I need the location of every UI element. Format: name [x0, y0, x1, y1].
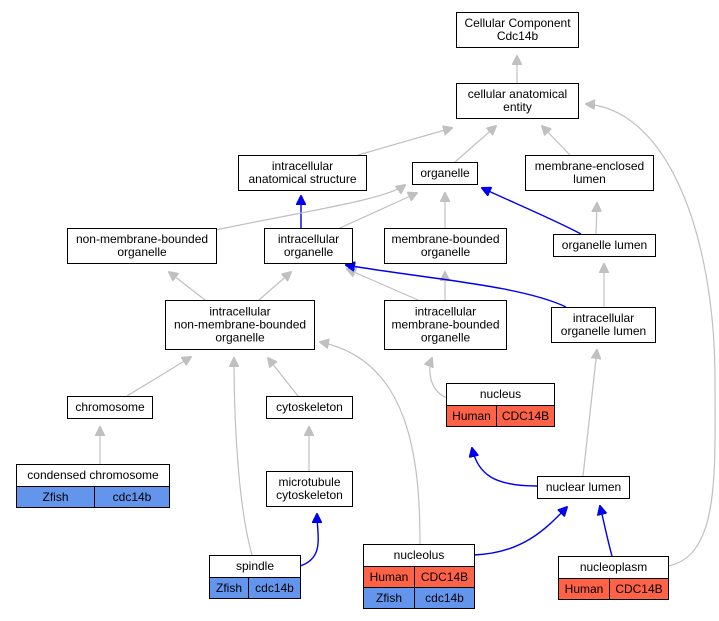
node-label: intracellular [573, 311, 634, 325]
node-nl[interactable]: nuclear lumen [537, 476, 630, 499]
edge-gray [258, 272, 291, 301]
node-label: intracellular [278, 232, 339, 246]
node-label: cytoskeleton [276, 488, 343, 502]
node-chrom[interactable]: chromosome [67, 396, 153, 419]
edge-gray [234, 358, 253, 556]
annotation-row-zfish[interactable]: Zfish cdc14b [16, 486, 170, 508]
edge-gray [542, 126, 571, 156]
edge-gray [268, 358, 299, 397]
edge-gray [126, 357, 191, 397]
node-label: condensed chromosome [27, 468, 159, 482]
edge-blue [473, 507, 567, 556]
node-label: intracellular [415, 305, 476, 319]
node-label: spindle [236, 559, 274, 573]
edge-blue [472, 448, 538, 487]
species-label: Zfish [376, 591, 402, 605]
node-label: non-membrane-bounded [76, 232, 208, 246]
node-label: membrane-enclosed [535, 159, 644, 173]
species-label: Zfish [216, 581, 242, 595]
node-cyto[interactable]: cytoskeleton [266, 396, 353, 419]
node-label: chromosome [75, 400, 145, 414]
species-label: Zfish [42, 490, 68, 504]
edges [100, 56, 716, 567]
node-org[interactable]: organelle [412, 162, 478, 185]
node-label: nuclear lumen [546, 480, 621, 494]
edge-gray [430, 358, 448, 399]
edge-gray [596, 203, 597, 235]
gene-label: cdc14b [425, 591, 464, 605]
node-inmbo[interactable]: intracellularnon-membrane-boundedorganel… [165, 300, 315, 350]
node-label: anatomical structure [248, 172, 356, 186]
node-label: organelle [421, 331, 471, 345]
node-nucleolus[interactable]: nucleolus [363, 544, 475, 567]
node-cchrom[interactable]: condensed chromosome [16, 464, 170, 487]
species-label: Human [565, 582, 604, 596]
node-label: nucleoplasm [580, 560, 647, 574]
edge-gray [320, 342, 421, 545]
node-label: membrane-bounded [391, 318, 499, 332]
node-label: organelle [284, 245, 334, 259]
gene-label: CDC14B [615, 582, 662, 596]
species-label: Human [452, 409, 491, 423]
node-label: Cellular Component [464, 16, 571, 30]
node-label: cellular anatomical [468, 87, 567, 101]
edge-gray [169, 272, 206, 301]
node-label: intracellular [272, 159, 333, 173]
edge-blue [346, 265, 567, 308]
node-label: non-membrane-bounded [174, 318, 306, 332]
edge-gray [347, 269, 419, 301]
node-spindle[interactable]: spindle [209, 555, 301, 578]
node-label: organelle lumen [561, 324, 646, 338]
node-label: cytoskeleton [276, 400, 343, 414]
annotation-row-zfish[interactable]: Zfish cdc14b [363, 587, 475, 609]
node-label: nucleus [480, 387, 521, 401]
edge-blue [299, 514, 318, 567]
node-label: Cdc14b [497, 29, 539, 43]
annotation-row-human[interactable]: Human CDC14B [446, 405, 555, 427]
edge-blue [482, 188, 582, 235]
edge-gray [454, 126, 496, 163]
edge-gray [215, 185, 405, 231]
node-label: nucleolus [394, 548, 445, 562]
edge-gray [339, 193, 417, 229]
annotation-row-human[interactable]: Human CDC14B [558, 578, 669, 600]
gene-label: cdc14b [113, 490, 152, 504]
node-label: organelle [420, 166, 470, 180]
node-nuc[interactable]: nucleus [446, 383, 555, 406]
node-label: organelle [421, 245, 471, 259]
edge-gray [357, 128, 452, 156]
node-label: lumen [573, 172, 606, 186]
node-label: intracellular [209, 305, 270, 319]
node-label: organelle [215, 331, 265, 345]
gene-label: CDC14B [421, 570, 468, 584]
edge-blue [600, 506, 613, 557]
gene-label: cdc14b [255, 581, 294, 595]
species-label: Human [370, 570, 409, 584]
node-label: organelle lumen [562, 238, 647, 252]
annotation-row-zfish[interactable]: Zfish cdc14b [209, 577, 301, 599]
edge-gray [582, 350, 597, 477]
node-label: membrane-bounded [391, 232, 499, 246]
annotation-row-human[interactable]: Human CDC14B [363, 566, 475, 588]
edge-gray [586, 104, 716, 567]
node-np[interactable]: nucleoplasm [558, 556, 669, 579]
node-label: microtubule [278, 475, 340, 489]
gene-label: CDC14B [502, 409, 549, 423]
node-label: entity [503, 100, 532, 114]
node-ol[interactable]: organelle lumen [553, 234, 656, 257]
node-label: organelle [117, 245, 167, 259]
